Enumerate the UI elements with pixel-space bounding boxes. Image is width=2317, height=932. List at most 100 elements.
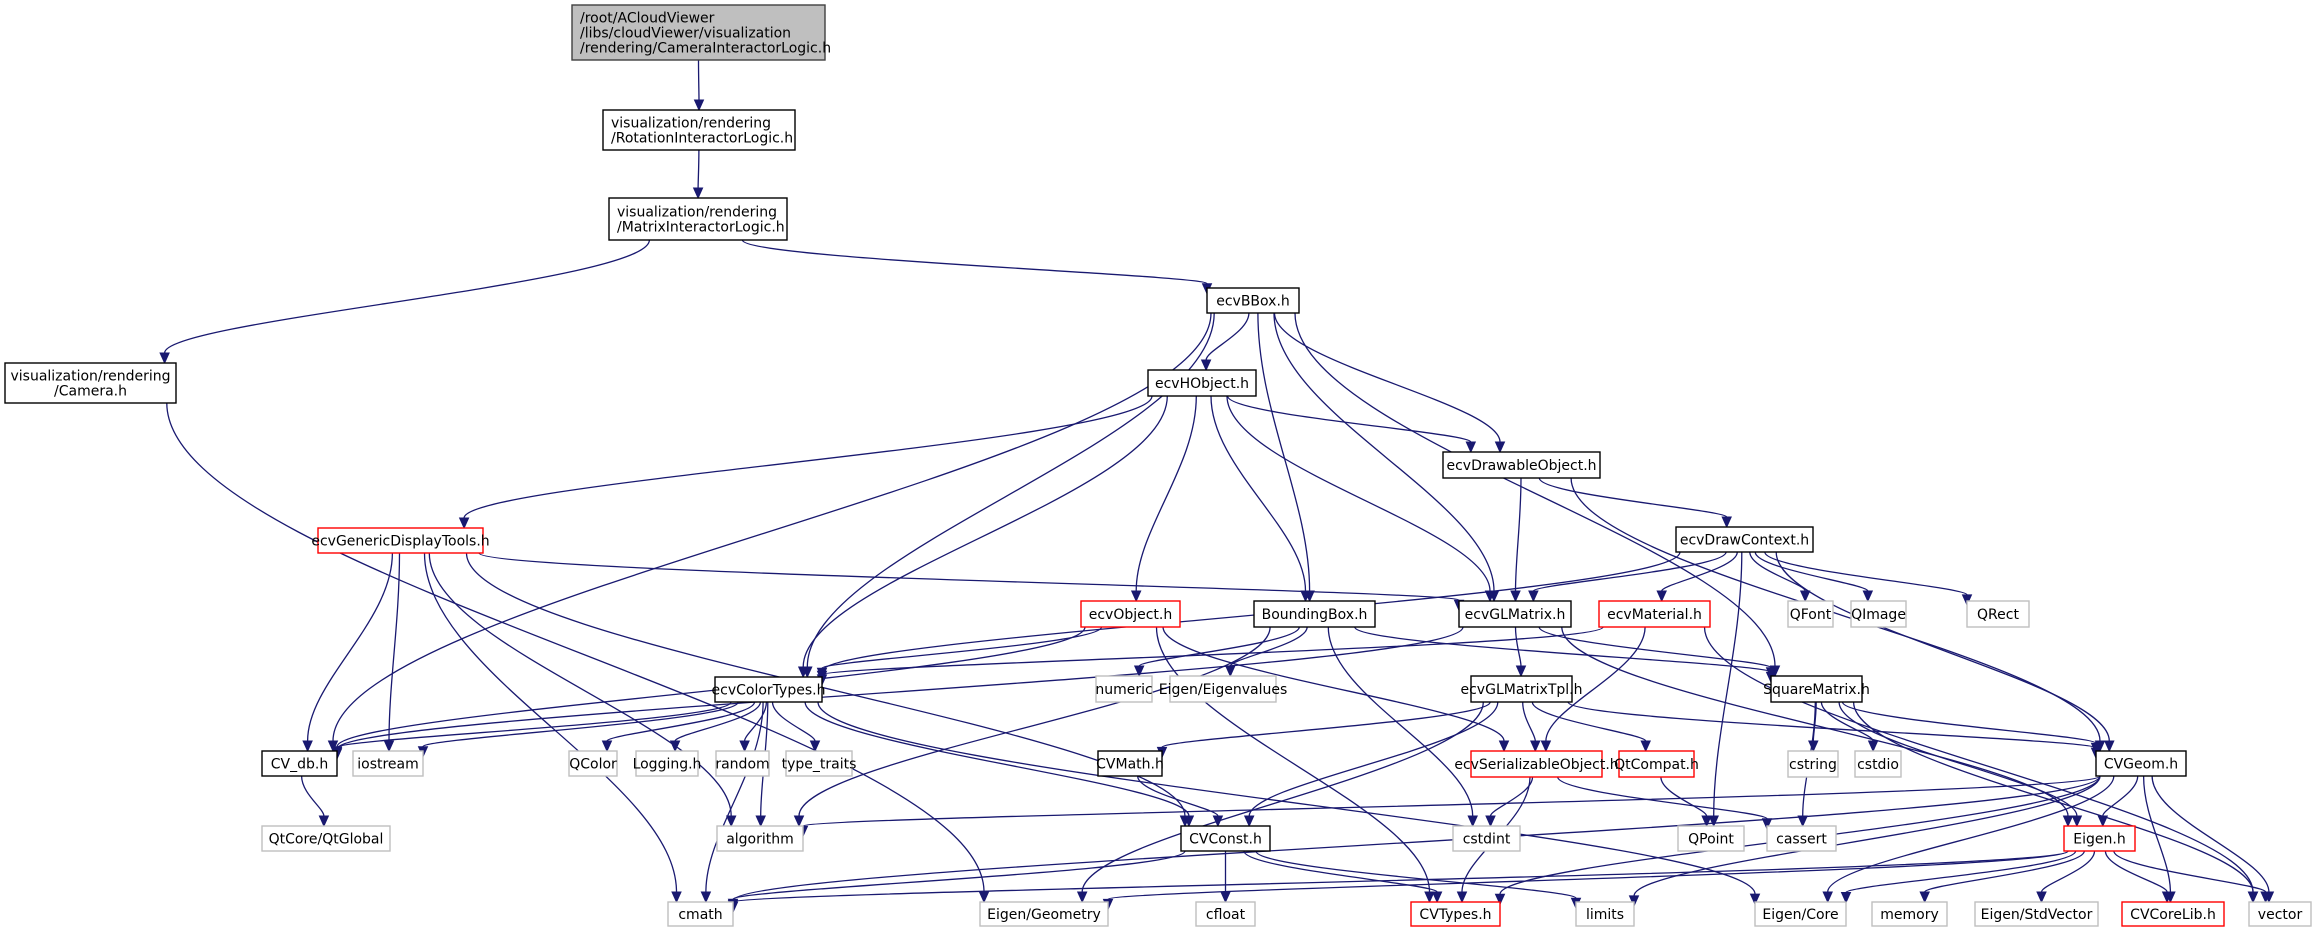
node-box	[1677, 825, 1745, 852]
node-eigen-h[interactable]: Eigen.h	[2063, 825, 2136, 852]
node-box	[4, 362, 177, 404]
edge-ecvdrawcontext-to-ecvcolortypes	[821, 551, 1681, 672]
edge-ecvdrawcontext-to-ecvmaterial	[1661, 551, 1738, 592]
arrowhead-icon	[159, 352, 170, 365]
arrowhead-icon	[1628, 895, 1640, 908]
edge-ecvserializableobject-to-cassert	[1557, 776, 1768, 820]
edge-ecvdrawableobject-to-cvgeom	[1570, 477, 2101, 742]
arrowhead-icon	[2260, 891, 2271, 904]
node-memory: memory	[1871, 901, 1948, 927]
edge-ecvbbox-to-ecvdrawableobject	[1273, 312, 1501, 443]
edge-ecvcolortypes-to-eigencore	[817, 701, 1756, 895]
arrowhead-icon	[1867, 740, 1879, 753]
node-cvconst-h[interactable]: CVConst.h	[1180, 825, 1271, 852]
node-box	[715, 750, 770, 777]
edge-eigenh-to-memory	[1924, 850, 2085, 893]
arrowhead-icon	[1465, 441, 1477, 454]
node-box	[352, 750, 424, 777]
node-box	[1787, 750, 1839, 778]
node-squarematrix-h[interactable]: SquareMatrix.h	[1763, 675, 1870, 703]
edge-ecvobject-to-ecvserializableobject	[1162, 626, 1505, 742]
node-logging-h: Logging.h	[633, 750, 701, 777]
arrowhead-icon	[755, 815, 766, 828]
node-visualization-rendering-rotationinteractorlogic-h[interactable]: visualization/rendering/RotationInteract…	[602, 109, 796, 151]
node-eigen-core: Eigen/Core	[1754, 901, 1847, 927]
node-qtcompat-h[interactable]: QtCompat.h	[1614, 750, 1699, 778]
node-ecvserializableobject-h[interactable]: ecvSerializableObject.h	[1454, 750, 1619, 778]
edge-ecvobject-to-cvtypes	[1155, 626, 1431, 893]
node-ecvcolortypes-h[interactable]: ecvColorTypes.h	[712, 676, 826, 703]
node-label: /rendering/CameraInteractorLogic.h	[580, 41, 831, 57]
edge-ecvdrawcontext-to-qrect	[1764, 551, 1968, 596]
node-cstring: cstring	[1787, 750, 1839, 778]
edge-ecvcolortypes-to-logging	[674, 701, 762, 742]
node-ecvbbox-h[interactable]: ecvBBox.h	[1206, 287, 1300, 314]
edge-cvgeom-to-eigenh	[2102, 775, 2139, 817]
node-cv-db-h[interactable]: CV_db.h	[261, 750, 338, 777]
node-box	[635, 750, 699, 777]
edge-ecvhobject-to-ecvgenericdisplaytools	[463, 395, 1153, 519]
edge-ecvserializableobject-to-cstdint	[1489, 776, 1534, 817]
node-cvmath-h[interactable]: CVMath.h	[1096, 750, 1164, 777]
edge-eigenh-to-eigengeometry	[1107, 850, 2069, 901]
arrowhead-icon	[1862, 590, 1874, 603]
edge-boundingbox-to-squarematrix	[1354, 626, 1772, 673]
arrowhead-icon	[1701, 815, 1712, 828]
edge-ecvglmatrixtpl-to-qtcompat	[1531, 701, 1647, 742]
node-algorithm: algorithm	[716, 825, 804, 852]
node-cvtypes-h[interactable]: CVTypes.h	[1410, 901, 1501, 927]
node-box	[667, 901, 734, 927]
node-label: QPoint	[1688, 832, 1734, 848]
node-box	[2121, 901, 2225, 927]
arrowhead-icon	[302, 740, 313, 753]
node-label: CVGeom.h	[2104, 757, 2178, 773]
node-label: CVConst.h	[1189, 832, 1262, 848]
edge-ecvcolortypes-to-qcolor	[606, 701, 756, 742]
node-cvgeom-h[interactable]: CVGeom.h	[2095, 750, 2187, 777]
arrowhead-icon	[1540, 740, 1552, 753]
node-eigen-eigenvalues: Eigen/Eigenvalues	[1159, 675, 1287, 703]
edge-ecvgenericdisplaytools-to-cvconst	[465, 552, 1186, 817]
node-ecvhobject-h[interactable]: ecvHObject.h	[1147, 369, 1257, 397]
edge-ecvdrawableobject-to-ecvdrawcontext	[1538, 477, 1728, 518]
node-label: cfloat	[1206, 907, 1246, 923]
node-visualization-rendering-camera-h[interactable]: visualization/rendering/Camera.h	[4, 362, 177, 404]
node-ecvobject-h[interactable]: ecvObject.h	[1080, 600, 1181, 628]
node-ecvgenericdisplaytools-h[interactable]: ecvGenericDisplayTools.h	[311, 527, 490, 554]
node-iostream: iostream	[352, 750, 424, 777]
edge-ecvhobject-to-ecvobject	[1135, 395, 1197, 592]
edge-ecvobject-to-ecvcolortypes	[821, 626, 1103, 669]
arrowhead-icon	[1076, 891, 1088, 904]
edge-qtcompat-to-qpoint	[1660, 776, 1708, 817]
node-box	[1470, 675, 1573, 703]
node-cvcorelib-h[interactable]: CVCoreLib.h	[2121, 901, 2225, 927]
nodes-layer: /root/ACloudViewer/libs/cloudViewer/visu…	[4, 4, 2312, 927]
arrowhead-icon	[458, 517, 470, 530]
edge-eigenh-to-vector	[2113, 850, 2267, 893]
node-ecvglmatrix-h[interactable]: ecvGLMatrix.h	[1458, 600, 1572, 628]
node-ecvmaterial-h[interactable]: ecvMaterial.h	[1598, 600, 1711, 628]
edge-ecvbbox-to-ecvcolortypes	[806, 312, 1215, 668]
edge-ecvbbox-to-ecvglmatrix	[1273, 312, 1495, 592]
node-root-acloudviewer-libs-cloudviewer-visualization-rendering-camerainteractorlogic-h[interactable]: /root/ACloudViewer/libs/cloudViewer/visu…	[571, 4, 831, 61]
node-label: cstring	[1789, 757, 1837, 773]
edge-ecvdrawableobject-to-ecvglmatrix	[1514, 477, 1522, 592]
node-box	[1206, 287, 1300, 314]
arrowhead-icon	[1133, 665, 1145, 678]
node-ecvglmatrixtpl-h[interactable]: ecvGLMatrixTpl.h	[1461, 675, 1583, 703]
node-label: Eigen/Core	[1762, 907, 1838, 923]
node-ecvdrawcontext-h[interactable]: ecvDrawContext.h	[1675, 526, 1814, 553]
edge-squarematrix-to-cstdio	[1820, 701, 1874, 742]
edge-ecvdrawcontext-to-cvgeom	[1775, 551, 2110, 742]
node-box	[1442, 451, 1601, 479]
node-boundingbox-h[interactable]: BoundingBox.h	[1253, 600, 1376, 628]
node-label: /Camera.h	[54, 384, 127, 400]
node-ecvdrawableobject-h[interactable]: ecvDrawableObject.h	[1442, 451, 1601, 479]
node-visualization-rendering-matrixinteractorlogic-h[interactable]: visualization/rendering/MatrixInteractor…	[608, 197, 788, 241]
arrowhead-icon	[2071, 815, 2083, 828]
edge-ecvglmatrix-to-squarematrix	[1538, 626, 1772, 669]
node-box	[1966, 600, 2030, 628]
edge-ecvcolortypes-to-random	[743, 701, 768, 742]
edge-ecvbbox-to-ecvhobject	[1205, 312, 1250, 361]
